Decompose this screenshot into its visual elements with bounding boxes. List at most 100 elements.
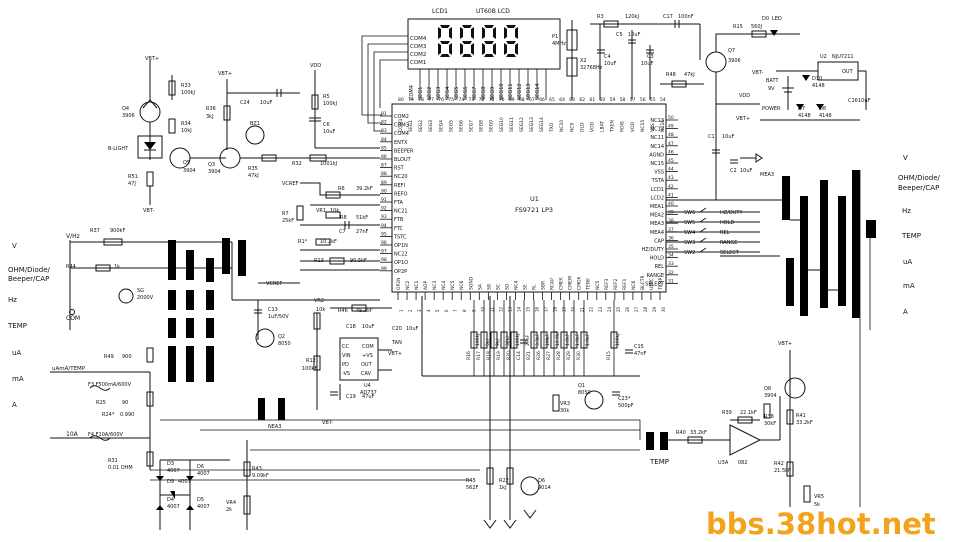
ic-right-pin-number: 32 <box>668 270 674 276</box>
net-vbtp-1: VBT+ <box>145 56 159 62</box>
switch-function: HZ/DUTY <box>720 210 743 216</box>
ic-bottom-pin-label: UMIC <box>649 278 655 290</box>
ic-top-pin-number: 68 <box>519 97 525 103</box>
u2-out: OUT <box>842 69 854 75</box>
r46-ref: R46 <box>338 308 348 314</box>
c19-val: 47uF <box>362 394 375 400</box>
r31-val: 0.01 OHM <box>108 465 133 471</box>
ic-bottom-pin-number: 4 <box>426 309 431 312</box>
vr2-ref: VR2 <box>314 298 324 304</box>
u4-pin-cav: CAV <box>361 371 372 377</box>
ic-bottom-pin-label: TENK <box>586 277 592 291</box>
c1-val: 10uF <box>722 134 735 140</box>
right-range-a: A <box>903 308 908 316</box>
r44-val: 1k <box>114 264 120 270</box>
ic-top-pin-label: RDIS <box>620 121 626 132</box>
bottom-res-val: 100kJ <box>475 333 481 346</box>
lcd-bottom-pin: COM4 <box>409 85 415 100</box>
ic-bottom-pin-number: 20 <box>571 306 576 312</box>
ic-right-pin-number: 49 <box>668 124 674 130</box>
tan-label: TAN <box>391 340 402 346</box>
ic-top-pin-number: 59 <box>610 97 616 103</box>
u4-pin-out: OUT <box>361 362 373 368</box>
batt-label: BATT <box>766 78 779 84</box>
r39-ref: R39 <box>722 410 732 416</box>
lcd-pin-com4: COM4 <box>410 36 427 42</box>
net-vbtm-u4: VBT- <box>322 420 333 426</box>
c7-ref: C7 <box>339 229 346 235</box>
r1-val: 10.2kF <box>320 239 337 245</box>
ic-bottom-pin-number: 10 <box>480 306 485 312</box>
bottom-res-val: 100kJ <box>515 333 521 346</box>
ic-top-pin-label: SEG7 <box>469 120 475 132</box>
r8-ref: R8 <box>340 215 347 221</box>
r41-val: 33.2kF <box>796 420 813 426</box>
ic-top-pin-label: LBAT <box>600 121 606 132</box>
lcd-pin-com2: COM2 <box>410 52 426 58</box>
ic-right-pin-number: 50 <box>668 115 674 121</box>
bottom-res-symbol <box>510 331 518 349</box>
ic-bottom-pin-label: REF3 <box>604 278 610 290</box>
r34-val: 10kJ <box>181 128 192 134</box>
lcd-bottom-pin: SEG10 <box>499 83 505 100</box>
bottom-res-ref: C14 <box>516 351 522 360</box>
bottom-res-val: 27nF <box>525 334 531 346</box>
r12-val: 100kF <box>302 366 317 372</box>
lcd-ic-bus <box>361 35 547 132</box>
left-range-a: A <box>12 401 17 409</box>
lcd-model: UT60B LCD <box>476 8 510 15</box>
ic-top-pin-number: 54 <box>660 97 666 103</box>
c23-val: 500pF <box>618 403 634 409</box>
c3-val: 10uF <box>641 61 654 67</box>
ic-left-pin-label: RST <box>394 166 405 172</box>
ic-bottom-pin-number: 3 <box>417 309 422 312</box>
net-vbtp-u4: VBT+ <box>388 351 402 357</box>
ic-bottom-pin-label: CMEK <box>559 276 565 290</box>
c5-ref: C5 <box>616 32 623 38</box>
ic-right-pin-number: 45 <box>668 158 674 164</box>
ic-left-pin-number: 86 <box>381 154 387 160</box>
c6-ref: C6 <box>323 122 330 128</box>
bottom-res-val: 10.0kF <box>555 330 561 346</box>
r46-val: 45.3kF <box>356 308 373 314</box>
ic-right-pin-number: 48 <box>668 132 674 138</box>
ic-left-pin-label: FTC <box>394 226 404 232</box>
ic-bottom-pin-label: NC4 <box>441 280 447 290</box>
nea3-label: NEA3 <box>268 424 282 430</box>
ic-top-pin-label: DLD <box>579 122 585 132</box>
r43-ref: R43 <box>252 466 262 472</box>
ic-top-pin-label: SEG8 <box>479 120 485 132</box>
lcd-digits <box>438 25 518 57</box>
ic-right-pin-number: 36 <box>668 235 674 241</box>
ic-bottom-pin-number: 8 <box>462 309 467 312</box>
ic-right-pin-label: HOLD <box>650 256 664 262</box>
r40-ref: R40 <box>676 430 686 436</box>
ic-bottom-pin-number: 18 <box>553 306 558 312</box>
temp-section: TEMP R40 33.2kF U3A 082 R39 22.1kF R38 3… <box>646 341 824 510</box>
q5-ref: Q5 <box>183 160 190 166</box>
d7-val: 4148 <box>798 113 811 119</box>
net-vbtp-power: VBT+ <box>736 116 750 122</box>
ic-right-pin-number: 40 <box>668 201 674 207</box>
ic-left-pin-number: 95 <box>381 231 387 237</box>
ic-right-pin-number: 31 <box>668 278 674 284</box>
u4-pin-vs-pos: +VS <box>362 353 373 359</box>
ic-top-pin-number: 69 <box>509 97 515 103</box>
r39-val: 22.1kF <box>740 410 757 416</box>
ic-top-pin-number: 77 <box>428 97 434 103</box>
ic-top-pin-label: SEG4 <box>438 120 444 132</box>
d6-ref: D6 <box>197 464 204 470</box>
q1-ref: Q1 <box>578 383 585 389</box>
ic-right-pin-number: 39 <box>668 210 674 216</box>
ic-bottom-pin-label: TEMP <box>658 278 664 291</box>
net-vbtp-q8: VBT+ <box>778 341 792 347</box>
r5-ref: R5 <box>323 94 330 100</box>
ic-bottom-pin-label: REF1 <box>622 278 628 290</box>
ic-bottom-pin-label: AOP <box>423 280 429 290</box>
r32-val: 1001kJ <box>320 161 337 167</box>
r37-ref: R37 <box>90 228 100 234</box>
bottom-res-val: 3.3kF <box>535 333 541 346</box>
vcref2-label: VCREF <box>266 281 283 287</box>
switch-ref: SW2 <box>684 250 695 256</box>
r33-ref: R33 <box>181 83 191 89</box>
